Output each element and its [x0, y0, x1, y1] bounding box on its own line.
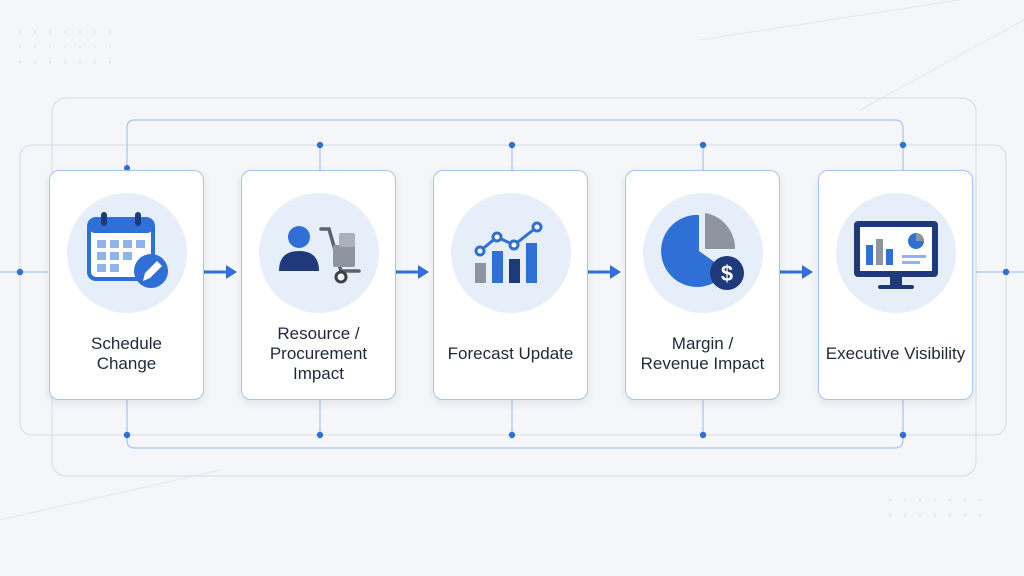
step-label: Margin / Revenue Impact: [640, 333, 765, 373]
step-card-margin-revenue: $ Margin / Revenue Impact: [625, 170, 780, 400]
arrow-right-icon: [780, 265, 813, 279]
svg-text:$: $: [720, 261, 732, 286]
step-card-executive-visibility: Executive Visibility: [818, 170, 973, 400]
arrow-right-icon: [204, 265, 237, 279]
arrow-right-icon: [588, 265, 621, 279]
step-label: Forecast Update: [447, 343, 574, 363]
bar-chart-trend-icon: [450, 193, 571, 313]
arrow-right-icon: [396, 265, 429, 279]
person-cart-icon: [258, 193, 379, 313]
calendar-edit-icon: [66, 193, 187, 313]
step-card-resource-procurement: Resource / Procurement Impact: [241, 170, 396, 400]
step-card-schedule-change: Schedule Change: [49, 170, 204, 400]
step-label: Executive Visibility: [825, 343, 966, 363]
monitor-dashboard-icon: [835, 193, 956, 313]
pie-chart-dollar-icon: $: [642, 193, 763, 313]
step-label: Resource / Procurement Impact: [269, 323, 368, 383]
step-label: Schedule Change: [91, 333, 162, 373]
step-card-forecast-update: Forecast Update: [433, 170, 588, 400]
